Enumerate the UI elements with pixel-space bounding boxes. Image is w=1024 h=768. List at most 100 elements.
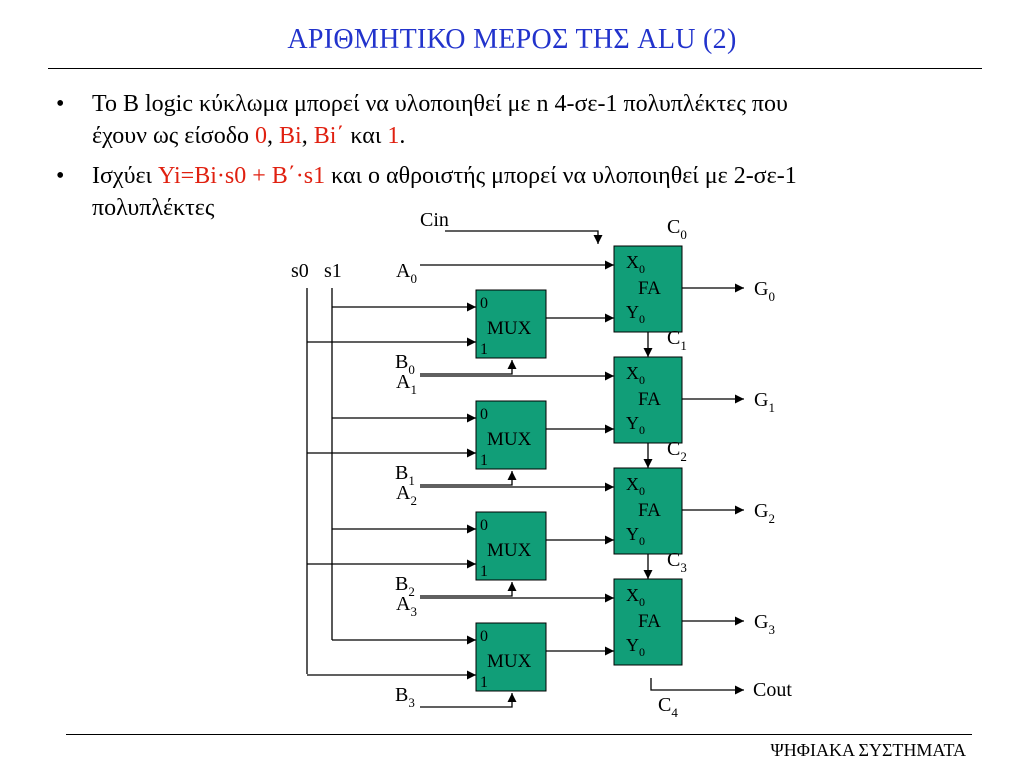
- full-adder-block: [613, 245, 683, 333]
- fa-name-label: FA: [638, 500, 661, 521]
- mux-input-0-label: 0: [480, 295, 488, 312]
- output-label-g0-main: G: [754, 278, 768, 300]
- input-label-b0-main: B: [395, 351, 408, 373]
- carry-label-c3-subscript: 3: [680, 560, 687, 575]
- carry-label-c4-subscript: 4: [671, 705, 678, 720]
- mux-input-0-label: 0: [480, 406, 488, 423]
- bullet-text-line: έχουν ως είσοδο 0, Bi, Bi΄ και 1.: [92, 120, 956, 152]
- fa-y-label-subscript: 0: [639, 534, 645, 548]
- bullet-item: • Το B logic κύκλωμα μπορεί να υλοποιηθε…: [56, 88, 956, 152]
- input-label-a2-main: A: [396, 482, 411, 504]
- carry-label-c3: C3: [667, 549, 687, 575]
- mux-name-label: MUX: [487, 429, 532, 450]
- select-label-s1: s1: [324, 260, 342, 282]
- mux-input-1-label: 1: [480, 341, 488, 358]
- fa-x-label-main: X: [626, 474, 639, 494]
- bullet-text: Ισχύει: [92, 163, 158, 189]
- yi-formula: Yi=Bi·s0 + B΄·s1: [158, 163, 326, 189]
- mux-input-0-label: 0: [480, 628, 488, 645]
- carry-label-c3-main: C: [667, 549, 680, 571]
- full-adder-block: [613, 467, 683, 555]
- carry-label-c4: C4: [658, 694, 678, 720]
- output-label-g2-main: G: [754, 500, 768, 522]
- input-bi-complement: Bi΄: [313, 123, 345, 149]
- carry-label-c0-main: C: [667, 216, 680, 238]
- input-label-b1-main: B: [395, 462, 408, 484]
- slide-title: ΑΡΙΘΜΗΤΙΚΟ ΜΕΡΟΣ ΤΗΣ ALU (2): [287, 24, 737, 55]
- bullet-text-line: Το B logic κύκλωμα μπορεί να υλοποιηθεί …: [92, 91, 788, 117]
- output-label-g2: G2: [754, 500, 775, 526]
- bullet-item: • Ισχύει Yi=Bi·s0 + B΄·s1 και ο αθροιστή…: [56, 160, 956, 224]
- fa-y-label-main: Y: [626, 302, 639, 322]
- b-input-wire: [420, 693, 517, 708]
- carry-label-c2: C2: [667, 438, 687, 464]
- input-label-b1-subscript: 1: [408, 473, 415, 488]
- carry-label-c1: C1: [667, 327, 687, 353]
- input-label-a2-subscript: 2: [410, 493, 417, 508]
- carry-label-c0: C0: [667, 216, 687, 242]
- output-label-g2-subscript: 2: [768, 511, 775, 526]
- separator: ,: [301, 123, 314, 149]
- bullet-marker: •: [56, 163, 65, 189]
- input-one: 1: [387, 123, 400, 149]
- fa-x-label-main: X: [626, 363, 639, 383]
- bullet-text-line: πολυπλέκτες: [92, 195, 215, 221]
- carry-label-c4-main: C: [658, 694, 671, 716]
- input-zero: 0: [255, 123, 268, 149]
- bullet-text: και ο αθροιστής μπορεί να υλοποιηθεί με …: [325, 163, 797, 189]
- input-bi: Bi: [279, 123, 302, 149]
- mux-block: [475, 622, 547, 692]
- input-label-b0: B0: [395, 351, 415, 377]
- fa-y-label-subscript: 0: [639, 645, 645, 659]
- mux-block: [475, 400, 547, 470]
- select-label-s0: s0: [291, 260, 309, 282]
- input-label-a0-subscript: 0: [410, 271, 417, 286]
- input-label-a0-main: A: [396, 260, 411, 282]
- output-label-g1: G1: [754, 389, 775, 415]
- cin-label: Cin: [420, 209, 449, 231]
- footer-divider: [66, 734, 972, 735]
- input-label-b1: B1: [395, 462, 415, 488]
- cout-wire: [650, 678, 744, 695]
- fa-x-label: X0: [626, 363, 645, 387]
- fa-y-label-main: Y: [626, 413, 639, 433]
- input-label-a3: A3: [396, 593, 417, 619]
- input-label-a1: A1: [396, 371, 417, 397]
- title-divider: [48, 68, 982, 69]
- b-input-wire: [420, 471, 517, 486]
- fa-x-label: X0: [626, 474, 645, 498]
- input-label-a1-main: A: [396, 371, 411, 393]
- fa-x-label-subscript: 0: [639, 262, 645, 276]
- carry-label-c2-subscript: 2: [680, 449, 687, 464]
- fa-y-label: Y0: [626, 302, 645, 326]
- output-label-g3-subscript: 3: [768, 622, 775, 637]
- fa-name-label: FA: [638, 611, 661, 632]
- input-label-a1-subscript: 1: [410, 382, 417, 397]
- footer-text: ΨΗΦΙΑΚΑ ΣΥΣΤΗΜΑΤΑ: [770, 740, 966, 760]
- input-label-b2-subscript: 2: [408, 584, 415, 599]
- bullet-text: έχουν ως είσοδο: [92, 123, 256, 149]
- carry-label-c1-subscript: 1: [680, 338, 687, 353]
- b-input-wire: [420, 582, 517, 597]
- fa-y-label: Y0: [626, 524, 645, 548]
- mux-input-1-label: 1: [480, 452, 488, 469]
- mux-block: [475, 511, 547, 581]
- input-label-a2: A2: [396, 482, 417, 508]
- mux-input-1-label: 1: [480, 563, 488, 580]
- input-label-a3-subscript: 3: [410, 604, 417, 619]
- mux-name-label: MUX: [487, 540, 532, 561]
- bullet-list: • Το B logic κύκλωμα μπορεί να υλοποιηθε…: [56, 88, 956, 232]
- fa-y-label-subscript: 0: [639, 312, 645, 326]
- input-label-b2: B2: [395, 573, 415, 599]
- mux-name-label: MUX: [487, 651, 532, 672]
- fa-y-label-main: Y: [626, 524, 639, 544]
- separator: ,: [267, 123, 280, 149]
- fa-name-label: FA: [638, 389, 661, 410]
- mux-input-1-label: 1: [480, 674, 488, 691]
- input-label-b3-main: B: [395, 684, 408, 706]
- cout-label: Cout: [753, 679, 792, 701]
- input-label-b0-subscript: 0: [408, 362, 415, 377]
- output-label-g0-subscript: 0: [768, 289, 775, 304]
- fa-y-label: Y0: [626, 413, 645, 437]
- fa-x-label-main: X: [626, 252, 639, 272]
